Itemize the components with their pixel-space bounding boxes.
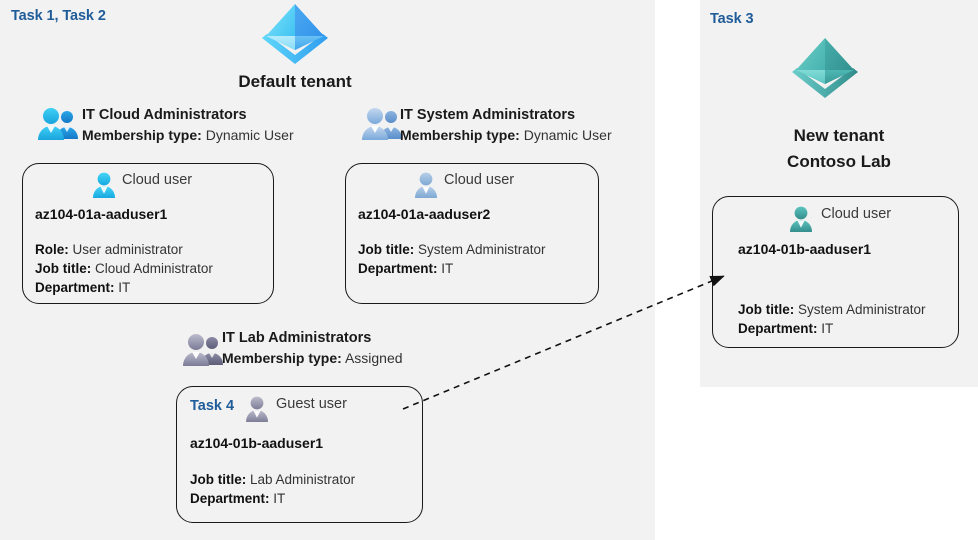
attr-label: Job title: — [738, 302, 795, 317]
attr-row: Job title: Cloud Administrator — [35, 259, 213, 278]
task-label-left: Task 1, Task 2 — [11, 8, 106, 24]
guest-user-icon — [243, 395, 271, 423]
attr-label: Job title: — [35, 261, 92, 276]
task-label-right: Task 3 — [710, 11, 754, 27]
attr-row: Role: User administrator — [35, 240, 213, 259]
group-membership-lab-admins: Membership type: Assigned — [222, 348, 403, 368]
group-membership-label: Membership type: — [400, 127, 520, 143]
group-membership-system-admins: Membership type: Dynamic User — [400, 125, 612, 145]
group-header-system-admins: IT System Administrators Membership type… — [400, 106, 612, 145]
group-membership-value: Dynamic User — [523, 127, 612, 143]
attr-value: System Administrator — [418, 242, 546, 257]
group-membership-value: Assigned — [344, 350, 403, 366]
group-membership-cloud-admins: Membership type: Dynamic User — [82, 125, 294, 145]
attrs-guest-aaduser1: Job title: Lab Administrator Department:… — [190, 470, 355, 508]
cloud-user-icon-new-tenant — [787, 205, 815, 233]
user-type-new-tenant: Cloud user — [821, 206, 892, 222]
cloud-user-icon-aaduser2 — [412, 171, 440, 199]
cloud-user-icon-aaduser1 — [90, 171, 118, 199]
attr-label: Department: — [738, 321, 818, 336]
group-membership-value: Dynamic User — [205, 127, 294, 143]
tenant-name-new-line1: New tenant — [793, 126, 885, 145]
attr-value: IT — [821, 321, 834, 336]
attr-label: Job title: — [190, 472, 247, 487]
group-membership-label: Membership type: — [222, 350, 342, 366]
group-membership-label: Membership type: — [82, 127, 202, 143]
attr-row: Job title: Lab Administrator — [190, 470, 355, 489]
group-title-system-admins: IT System Administrators — [400, 107, 576, 123]
attr-value: Lab Administrator — [250, 472, 356, 487]
group-header-lab-admins: IT Lab Administrators Membership type: A… — [222, 329, 403, 368]
tenant-name-default: Default tenant — [238, 72, 352, 91]
attrs-new-tenant-aaduser1: Job title: System Administrator Departme… — [738, 300, 926, 338]
attr-value: Cloud Administrator — [95, 261, 213, 276]
attr-label: Department: — [190, 491, 270, 506]
user-card-new-tenant-aaduser1[interactable]: Cloud user az104-01b-aaduser1 Job title:… — [712, 196, 959, 348]
card-task-label-guest: Task 4 — [190, 398, 235, 414]
attr-row: Department: IT — [738, 319, 926, 338]
username-aaduser1: az104-01a-aaduser1 — [35, 206, 168, 222]
group-header-cloud-admins: IT Cloud Administrators Membership type:… — [82, 106, 294, 145]
username-aaduser2: az104-01a-aaduser2 — [358, 206, 491, 222]
group-users-icon-cloud-admins — [36, 106, 80, 142]
attr-value: IT — [441, 261, 454, 276]
attr-row: Job title: System Administrator — [738, 300, 926, 319]
attrs-aaduser2: Job title: System Administrator Departme… — [358, 240, 546, 278]
user-card-aaduser1[interactable]: Cloud user az104-01a-aaduser1 Role: User… — [22, 163, 274, 304]
attr-label: Department: — [35, 280, 115, 295]
tenant-name-new-line2: Contoso Lab — [787, 152, 891, 171]
attr-row: Department: IT — [358, 259, 546, 278]
attr-label: Job title: — [358, 242, 415, 257]
attr-value: User administrator — [72, 242, 183, 257]
username-new-tenant-aaduser1: az104-01b-aaduser1 — [738, 241, 872, 257]
attr-label: Role: — [35, 242, 69, 257]
user-type-aaduser1: Cloud user — [122, 172, 193, 188]
attr-value: IT — [118, 280, 131, 295]
group-title-cloud-admins: IT Cloud Administrators — [82, 107, 247, 123]
user-type-guest: Guest user — [276, 396, 347, 412]
attr-row: Department: IT — [35, 278, 213, 297]
attrs-aaduser1: Role: User administrator Job title: Clou… — [35, 240, 213, 297]
attr-value: IT — [273, 491, 286, 506]
attr-row: Job title: System Administrator — [358, 240, 546, 259]
panel-default-tenant — [0, 0, 655, 540]
attr-value: System Administrator — [798, 302, 926, 317]
user-card-aaduser2[interactable]: Cloud user az104-01a-aaduser2 Job title:… — [345, 163, 599, 304]
user-type-aaduser2: Cloud user — [444, 172, 515, 188]
attr-row: Department: IT — [190, 489, 355, 508]
attr-label: Department: — [358, 261, 438, 276]
azure-ad-tenant-icon-default — [258, 2, 332, 64]
username-guest-aaduser1: az104-01b-aaduser1 — [190, 435, 324, 451]
group-title-lab-admins: IT Lab Administrators — [222, 330, 372, 346]
group-users-icon-lab-admins — [181, 332, 225, 368]
azure-ad-tenant-icon-new — [788, 36, 862, 98]
user-card-guest-aaduser1[interactable]: Task 4 Guest user az104-01b-aaduser1 Job… — [176, 386, 423, 523]
group-users-icon-system-admins — [360, 106, 404, 142]
